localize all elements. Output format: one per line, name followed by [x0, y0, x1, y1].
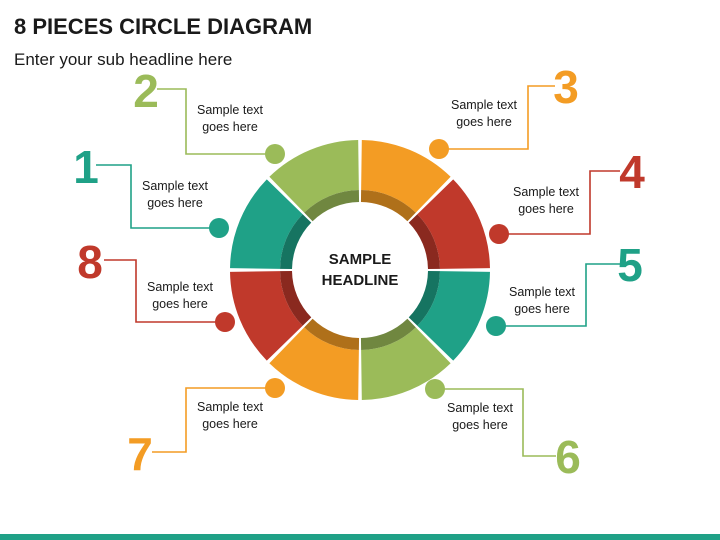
callout-text-7-line2: goes here: [202, 417, 258, 431]
connector-line-3: [439, 85, 555, 150]
segment-inner-band-3: [360, 190, 416, 222]
callout-number-6: 6: [555, 431, 581, 483]
callout-dot-7: [265, 378, 285, 398]
callout-text-4-line2: goes here: [518, 202, 574, 216]
callout-number-8: 8: [77, 236, 103, 288]
connector-line-7: [152, 387, 275, 453]
callout-number-5: 5: [617, 239, 643, 291]
segment-inner-band-5: [408, 270, 440, 326]
callout-text-5-line2: goes here: [514, 302, 570, 316]
connector-line-5: [496, 263, 620, 327]
ring-segments: [230, 140, 490, 400]
callout-text-5-line1: Sample text: [509, 285, 576, 299]
segment-1: [230, 179, 303, 269]
connector-line-1: [96, 164, 219, 229]
callout-text-4-line1: Sample text: [513, 185, 580, 199]
center-circle: [294, 204, 426, 336]
segment-7: [269, 327, 359, 400]
callout-text-8-line2: goes here: [152, 297, 208, 311]
page-title: 8 PIECES CIRCLE DIAGRAM: [14, 14, 313, 39]
callout-dot-1: [209, 218, 229, 238]
callout-text-1-line2: goes here: [147, 196, 203, 210]
callout-dot-4: [489, 224, 509, 244]
segment-inner-band-8: [280, 270, 312, 326]
callout-dot-3: [429, 139, 449, 159]
callout-dot-8: [215, 312, 235, 332]
callout-number-1: 1: [73, 141, 99, 193]
footer-bar: [0, 534, 720, 540]
connector-line-8: [104, 259, 225, 323]
callout-number-7: 7: [127, 428, 153, 480]
segment-inner-band-2: [304, 190, 360, 222]
callout-number-4: 4: [619, 146, 645, 198]
segment-8: [230, 271, 303, 361]
callout-text-2-line1: Sample text: [197, 103, 264, 117]
callout-number-3: 3: [553, 61, 579, 113]
callout-text-7-line1: Sample text: [197, 400, 264, 414]
connector-line-6: [435, 388, 556, 457]
segment-5: [417, 271, 490, 361]
callout-text-3-line2: goes here: [456, 115, 512, 129]
segment-4: [417, 179, 490, 269]
segment-inner-band-4: [408, 214, 440, 270]
segment-6: [361, 327, 451, 400]
connector-line-2: [157, 88, 275, 155]
callout-text-6-line1: Sample text: [447, 401, 514, 415]
callout-dot-6: [425, 379, 445, 399]
callout-text-6-line2: goes here: [452, 418, 508, 432]
center-headline-line2: HEADLINE: [322, 272, 399, 289]
segment-inner-band-6: [360, 318, 416, 350]
callout-dot-2: [265, 144, 285, 164]
segment-inner-band-1: [280, 214, 312, 270]
center-headline-line1: SAMPLE: [329, 251, 392, 268]
connector-line-4: [499, 170, 620, 235]
segment-2: [269, 140, 359, 213]
callout-text-3-line1: Sample text: [451, 98, 518, 112]
callout-dot-5: [486, 316, 506, 336]
callout-number-2: 2: [133, 65, 159, 117]
callout-text-1-line1: Sample text: [142, 179, 209, 193]
callout-text-8-line1: Sample text: [147, 280, 214, 294]
segment-inner-band-7: [304, 318, 360, 350]
segment-3: [361, 140, 451, 213]
callout-text-2-line2: goes here: [202, 120, 258, 134]
page-subtitle: Enter your sub headline here: [14, 50, 233, 69]
